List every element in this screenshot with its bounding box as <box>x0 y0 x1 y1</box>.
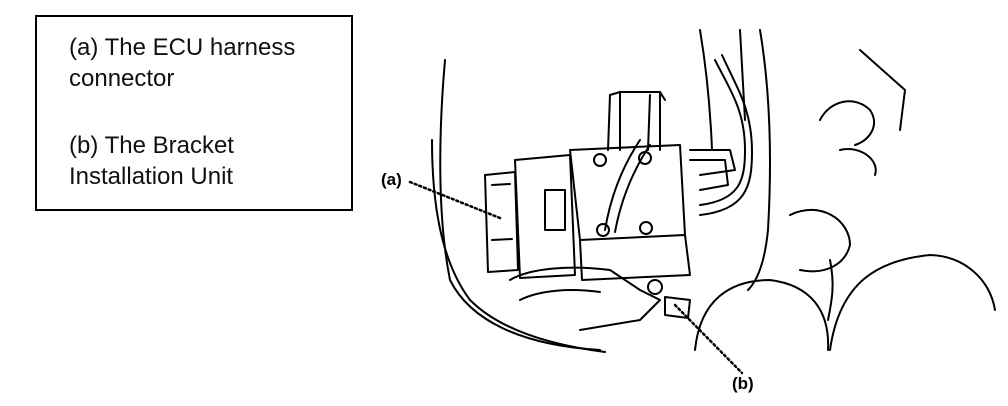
callout-a-leader <box>408 180 502 220</box>
hydraulic-unit <box>514 91 691 281</box>
legend-item-a-line2: connector <box>69 65 175 92</box>
mounting-bracket <box>509 266 691 331</box>
legend-box: (a) The ECU harness connector (b) The Br… <box>35 15 353 211</box>
legend-item-a: (a) The ECU harness connector <box>69 32 295 94</box>
legend-item-b-line2: Installation Unit <box>69 163 234 190</box>
callout-b-leader <box>673 303 744 375</box>
legend-item-a-line1: (a) The ECU harness <box>69 34 296 61</box>
legend-item-b: (b) The Bracket Installation Unit <box>69 130 234 192</box>
callout-b-label: (b) <box>732 374 754 393</box>
brake-lines <box>604 54 753 233</box>
callout-a-label: (a) <box>381 170 402 189</box>
ecu-connector <box>484 171 519 273</box>
body-panel-outline <box>431 29 771 353</box>
legend-item-b-line1: (b) The Bracket <box>69 132 234 159</box>
master-cylinder <box>694 49 996 351</box>
